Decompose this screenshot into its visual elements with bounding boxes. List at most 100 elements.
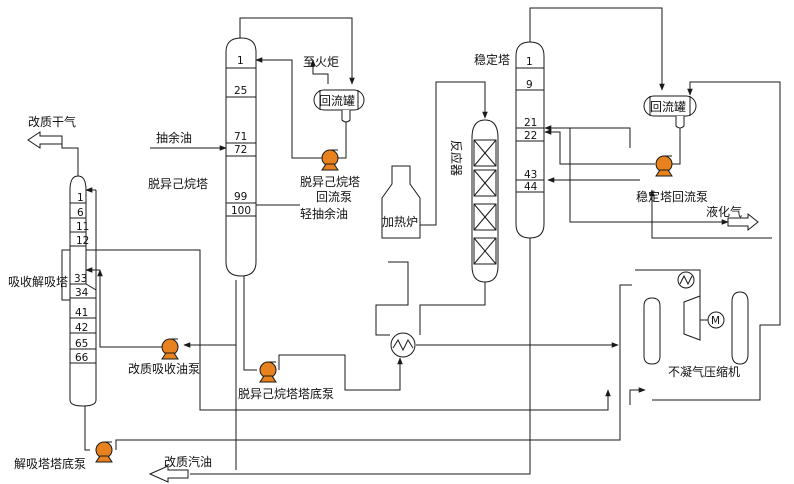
compressor-gas-line — [687, 81, 781, 326]
stabilizer-label: 稳定塔 — [474, 52, 510, 67]
reflux-drum-2-label: 回流罐 — [650, 100, 686, 114]
absorb-oil-source — [183, 280, 237, 470]
reflux-drum1-to-pump — [338, 112, 347, 159]
absorber-tray-33: 33 — [74, 273, 87, 285]
motor-label: M — [711, 315, 720, 327]
heater[interactable]: 加热炉 — [381, 165, 421, 239]
compressor-body — [683, 295, 701, 341]
absorber-tray-42: 42 — [75, 322, 88, 334]
reflux-drum-1-label: 回流罐 — [319, 94, 355, 108]
absorber-tray-34: 34 — [75, 287, 89, 299]
lpg-label: 液化气 — [706, 204, 742, 219]
stabilizer-shell — [515, 41, 545, 239]
stabilizer-reflux-pump-label: 稳定塔回流泵 — [636, 189, 708, 204]
desorber-bottom-pump-label: 解吸塔塔底泵 — [14, 456, 86, 471]
stabilizer-feed-22 — [544, 125, 631, 148]
stabilizer-reflux-drum-out — [672, 116, 681, 165]
compressor-unit[interactable]: M — [643, 271, 749, 365]
reflux-drum-1-shell — [313, 89, 365, 111]
dih-overhead-line — [239, 17, 355, 85]
stabilizer-tray-22: 22 — [524, 130, 537, 142]
heater-shell — [381, 165, 421, 239]
absorber-tray-65: 65 — [75, 338, 88, 350]
compressor-knockout-drum — [643, 297, 661, 365]
absorber-tray-41: 41 — [75, 307, 88, 319]
stabilizer-reflux-pump[interactable] — [655, 155, 673, 177]
gasoline-label: 改质汽油 — [164, 454, 212, 469]
reactor-label: 反应器 — [449, 140, 464, 176]
absorber-tray-6: 6 — [77, 207, 84, 219]
gasoline-arrow — [148, 465, 189, 483]
reactor-to-exchanger — [419, 280, 486, 335]
absorber-mid-line — [61, 249, 611, 411]
dry-gas-arrow — [27, 131, 63, 149]
heater-to-reactor — [420, 81, 488, 226]
dih-bottom-pump-discharge — [278, 354, 403, 391]
stabilizer-tray-21: 21 — [524, 117, 537, 129]
dih-reflux-pump-label-1: 脱异己烷塔 — [300, 174, 360, 189]
reflux-drum-2-boot — [675, 116, 685, 129]
dih-tray-99: 99 — [234, 191, 247, 203]
exchanger-shell — [390, 332, 416, 358]
absorber-label: 吸收解吸塔 — [8, 275, 68, 289]
reactor[interactable] — [471, 119, 499, 283]
desorber-bottom-pump[interactable] — [95, 441, 113, 463]
stabilizer-tray-1: 1 — [526, 56, 533, 68]
light-raffinate-label: 轻抽余油 — [300, 206, 348, 221]
reactor-shell — [471, 119, 499, 283]
dih-tray-25: 25 — [234, 85, 247, 97]
reflux-drum-1[interactable]: 回流罐 — [313, 89, 365, 123]
dih-label: 脱异己烷塔 — [148, 176, 208, 191]
compressor-separator — [731, 291, 749, 365]
absorb-oil-pump[interactable] — [161, 338, 179, 360]
reflux-pump1-to-tower — [255, 57, 322, 159]
stabilizer-tray-43: 43 — [524, 169, 537, 181]
dih-reflux-pump[interactable] — [321, 149, 339, 171]
dih-bottom-pump[interactable] — [259, 361, 277, 383]
reflux-drum-2[interactable]: 回流罐 — [643, 95, 697, 129]
dry-gas-label: 改质干气 — [28, 114, 76, 129]
dih-tray-71: 71 — [234, 131, 247, 143]
stabilizer-trays — [516, 67, 544, 193]
absorb-oil-pump-label: 改质吸收油泵 — [128, 362, 200, 376]
compressor-loop — [635, 269, 701, 300]
lpg-line — [569, 128, 729, 225]
absorber-tray-11: 11 — [76, 221, 89, 233]
dih-tray-100: 100 — [231, 205, 251, 217]
flare-line — [310, 59, 329, 84]
dih-bottom-pump-label: 脱异己烷塔塔底泵 — [238, 386, 334, 401]
stabilizer-overhead-line — [529, 7, 665, 91]
desorber-pump-discharge — [115, 284, 632, 450]
compressor-bypass — [652, 324, 772, 401]
stabilizer-tray-44: 44 — [524, 181, 538, 193]
absorb-oil-line — [97, 269, 162, 348]
dih-tray-1: 1 — [237, 55, 244, 67]
stabilizer-tray-9: 9 — [526, 79, 533, 91]
absorber-tray-12: 12 — [76, 235, 89, 247]
reflux-drum-1-boot — [341, 110, 351, 123]
dih-bottom-line — [243, 273, 257, 371]
lpg-arrow — [727, 212, 759, 232]
absorber-trays — [70, 202, 96, 364]
heater-label: 加热炉 — [382, 215, 418, 229]
reflux-drum-2-shell — [643, 95, 697, 117]
heat-exchanger[interactable] — [390, 332, 416, 358]
dih-trays — [226, 67, 256, 217]
dry-gas-line — [61, 140, 79, 178]
absorber-tower[interactable]: 1 6 11 12 33 34 41 42 65 66 — [69, 175, 97, 407]
dih-shell — [225, 37, 257, 277]
piping — [61, 7, 781, 475]
dih-tray-72: 72 — [234, 144, 247, 156]
compressor-to-stabilizer — [649, 189, 772, 239]
stabilizer-bottom-line — [190, 237, 531, 475]
absorber-bottom-line — [84, 405, 90, 451]
dih-reflux-pump-label-2: 回流泵 — [316, 190, 352, 204]
stabilizer-tower[interactable]: 1 9 21 22 43 44 — [515, 41, 545, 239]
absorber-tray-1: 1 — [77, 192, 84, 204]
exchanger-to-heater — [375, 261, 409, 336]
deisohexanizer-tower[interactable]: 1 25 71 72 99 100 — [225, 37, 257, 277]
reactor-beds — [473, 139, 497, 265]
to-flare-label: 至火炬 — [303, 55, 339, 69]
raffinate-label: 抽余油 — [156, 130, 192, 145]
